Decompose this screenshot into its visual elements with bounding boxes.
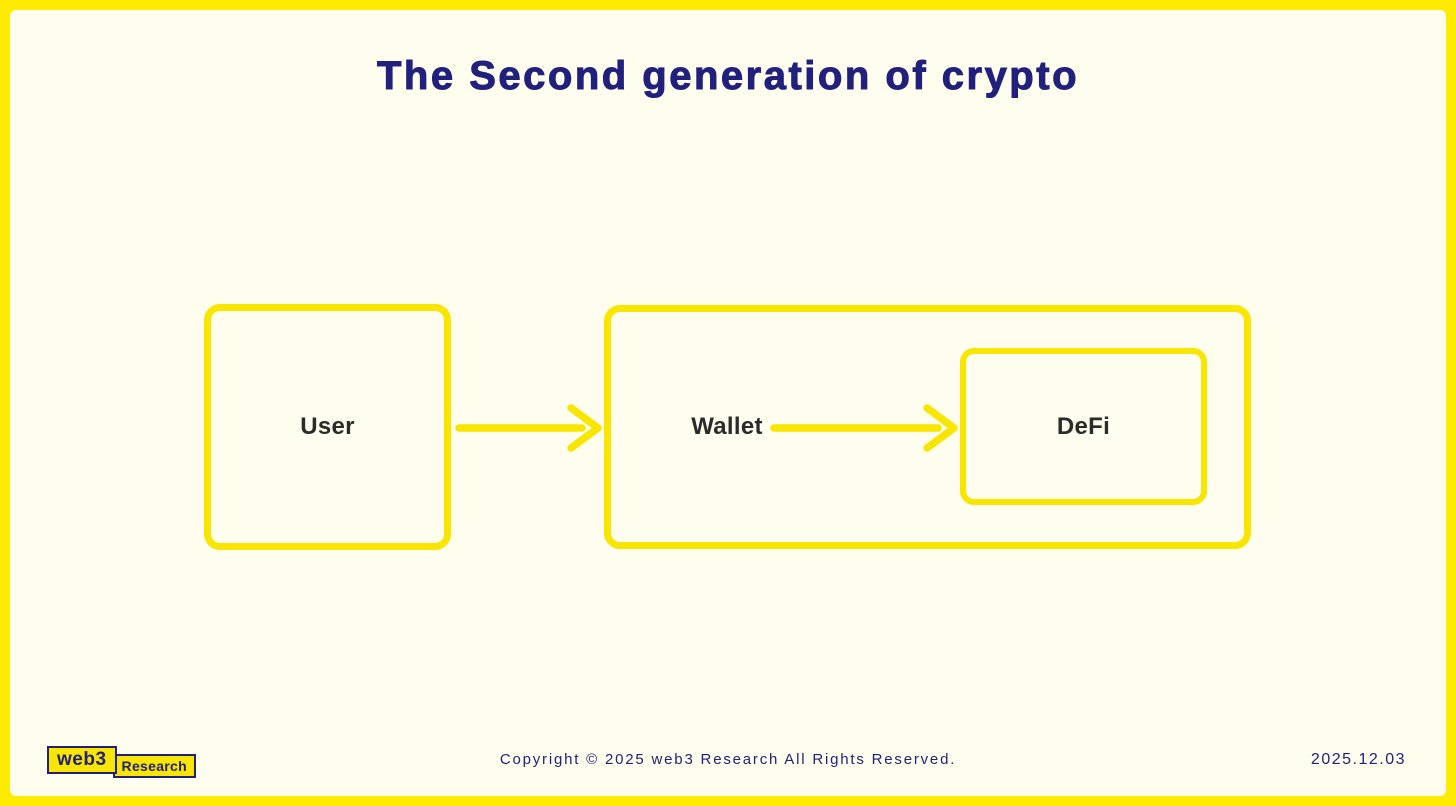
diagram-node-wallet: Wallet DeFi	[604, 305, 1251, 549]
node-label-wallet: Wallet	[691, 413, 763, 440]
brand-logo: web3 Research	[47, 746, 196, 778]
arrow-right-icon	[770, 404, 958, 452]
node-label-defi: DeFi	[1056, 412, 1111, 440]
page-title: The Second generation of crypto	[376, 54, 1079, 99]
arrow-right-icon	[455, 404, 602, 452]
diagram-node-defi: DeFi	[960, 348, 1207, 505]
logo-web3-badge: web3	[47, 746, 117, 774]
node-label-user: User	[300, 413, 355, 440]
logo-research-badge: Research	[112, 754, 196, 778]
slide-panel: The Second generation of crypto User Wal…	[10, 10, 1446, 796]
copyright-text: Copyright © 2025 web3 Research All Right…	[499, 751, 957, 768]
diagram-node-user: User	[204, 304, 451, 550]
date-text: 2025.12.03	[1310, 751, 1406, 768]
